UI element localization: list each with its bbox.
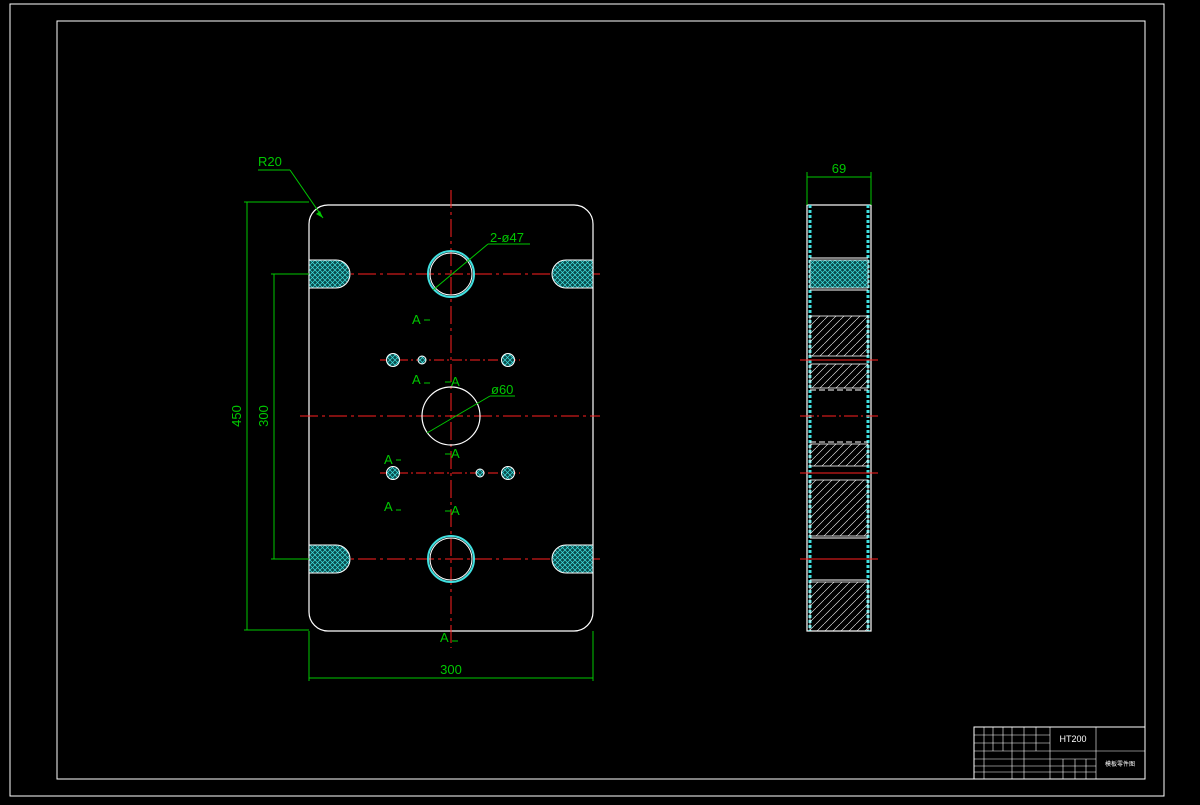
leader-hole-47 [432, 243, 489, 291]
section-mark-a-6: A [384, 499, 393, 514]
small-hole-upper-right [501, 353, 515, 367]
hole-center-60 [421, 386, 481, 446]
slot-bottom-right [551, 544, 594, 574]
leader-r20 [289, 169, 324, 219]
section-mark-a-8: A [440, 630, 449, 645]
label-width-300: 300 [440, 662, 462, 677]
side-section-band-2 [809, 363, 869, 389]
slot-bottom-left [308, 544, 351, 574]
side-view: 69 [800, 161, 878, 632]
hole-top-47 [427, 250, 475, 298]
front-view: R20 2-ø47 ø60 450 300 300 A A A A A A A … [229, 154, 600, 681]
title-block-material: HT200 [1059, 734, 1086, 744]
side-section-band-4 [809, 479, 869, 537]
section-mark-a-5: A [384, 452, 393, 467]
slot-top-right [551, 259, 594, 289]
section-mark-a-4: A [451, 446, 460, 461]
title-block-frame [973, 726, 1146, 780]
outer-sheet-border [9, 3, 1165, 797]
section-mark-a-3: A [451, 374, 460, 389]
hole-top-47-inner [429, 252, 473, 296]
side-section-band-1 [809, 315, 869, 357]
label-hole-60: ø60 [491, 382, 513, 397]
small-hole-upper-mid [417, 355, 427, 365]
side-section-band-3 [809, 443, 869, 467]
inner-drawing-frame [56, 20, 1146, 780]
label-height-450: 450 [229, 405, 244, 427]
hole-bottom-47-inner [429, 537, 473, 581]
leader-hole-60 [426, 395, 491, 434]
small-hole-lower-right [501, 466, 515, 480]
label-inner-height-300: 300 [256, 405, 271, 427]
side-slot-top-hatch [809, 259, 869, 289]
title-block-drawing-name: 模板零件图 [1105, 760, 1135, 768]
hole-bottom-47 [427, 535, 475, 583]
section-mark-a-7: A [451, 503, 460, 518]
slot-top-left [308, 259, 351, 289]
leader-r20-arrow [316, 211, 323, 218]
side-slot-bottom-hatch [809, 581, 869, 632]
label-r20: R20 [258, 154, 282, 169]
small-hole-upper-left [386, 353, 400, 367]
label-hole-47: 2-ø47 [490, 230, 524, 245]
section-mark-a-1: A [412, 312, 421, 327]
label-thickness-69: 69 [832, 161, 846, 176]
title-block: HT200 模板零件图 [973, 726, 1146, 780]
small-hole-lower-mid [475, 468, 485, 478]
section-mark-a-2: A [412, 372, 421, 387]
small-hole-lower-left [386, 466, 400, 480]
